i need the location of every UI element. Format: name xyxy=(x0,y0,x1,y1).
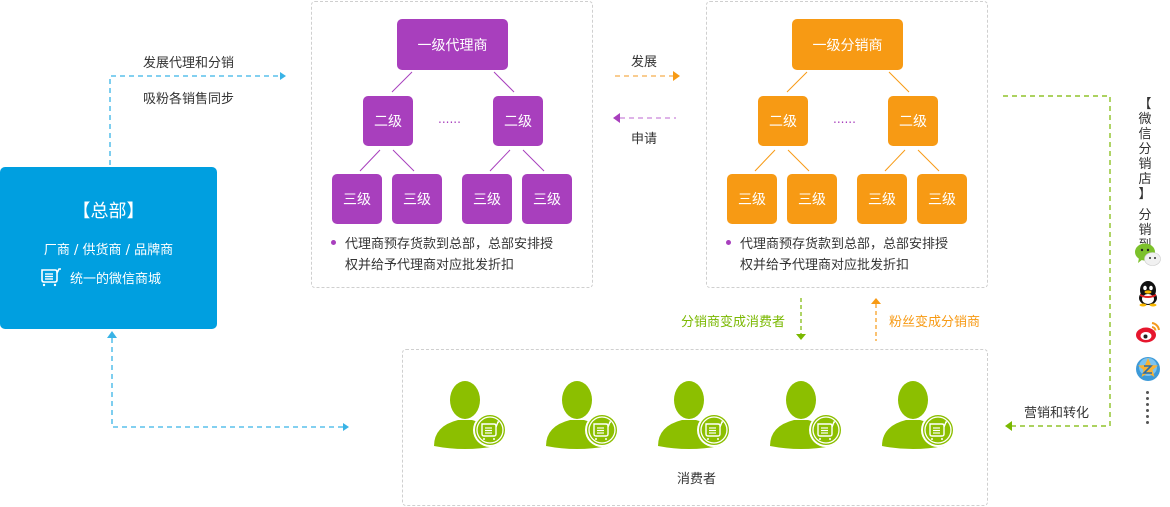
consumer-avatar-icon xyxy=(544,380,624,452)
agent-note: 代理商预存货款到总部，总部安排授 权并给予代理商对应批发折扣 xyxy=(331,234,553,276)
vertical-char: 销 xyxy=(1138,223,1152,238)
hq-to-agents-arrowhead xyxy=(280,72,286,80)
hq-develop-label: 发展代理和分销 xyxy=(143,56,235,71)
distributor-level3-node: 三级 xyxy=(917,174,967,224)
marketing-arrowhead xyxy=(1005,421,1012,431)
develop-arrowhead xyxy=(673,71,680,81)
more-channels-dots xyxy=(1146,391,1152,427)
apply-label: 申请 xyxy=(631,132,658,147)
agent-level2-node: 二级 xyxy=(493,96,543,146)
bullet-icon xyxy=(726,240,731,245)
qq-icon xyxy=(1139,281,1157,307)
consumer-avatar-icon xyxy=(880,380,960,452)
more-dot xyxy=(1146,415,1149,418)
distributor-level3-node: 三级 xyxy=(727,174,777,224)
wechat-mall: 统一的微信商城 xyxy=(40,267,161,287)
distributor-tree-links xyxy=(754,71,940,172)
fan-to-distributor-arrowhead xyxy=(871,298,881,304)
more-dot xyxy=(1146,403,1149,406)
wechat-mall-label: 统一的微信商城 xyxy=(70,271,162,287)
agent-tree-links xyxy=(359,71,545,172)
hq-up-arrowhead xyxy=(107,331,117,338)
headquarters-title: 【总部】 xyxy=(72,201,145,222)
vertical-char: 信 xyxy=(1138,127,1152,142)
weibo-icon xyxy=(1136,322,1160,343)
agent-level3-node: 三级 xyxy=(392,174,442,224)
distributor-level2-node: 二级 xyxy=(888,96,938,146)
consumers-label: 消费者 xyxy=(677,472,717,487)
agent-level3-node: 三级 xyxy=(462,174,512,224)
vertical-char: 微 xyxy=(1138,112,1152,127)
vertical-char: 店 xyxy=(1138,172,1152,187)
consumers-arrowhead xyxy=(343,423,349,431)
vertical-char: 】 xyxy=(1138,187,1152,202)
consumer-avatar-icon xyxy=(432,380,512,452)
agent-ellipsis: ...... xyxy=(438,112,461,126)
hq-sync-label: 吸粉各销售同步 xyxy=(143,92,235,107)
more-dot xyxy=(1146,391,1149,394)
cart-icon xyxy=(41,268,61,287)
vertical-char: 分 xyxy=(1138,142,1152,157)
vertical-char: 分 xyxy=(1138,208,1152,223)
marketing-label: 营销和转化 xyxy=(1024,406,1090,421)
consumer-avatar-icon xyxy=(768,380,848,452)
agent-level3-node: 三级 xyxy=(332,174,382,224)
agent-level1-node: 一级代理商 xyxy=(397,19,508,70)
headquarters-box: 【总部】 厂商 / 供货商 / 品牌商 统一的微信商城 xyxy=(0,167,217,329)
headquarters-subtitle: 厂商 / 供货商 / 品牌商 xyxy=(43,243,174,258)
fan-to-distributor-label: 粉丝变成分销商 xyxy=(889,315,981,330)
distributor-to-consumer-label: 分销商变成消费者 xyxy=(681,315,786,330)
distributor-note: 代理商预存货款到总部，总部安排授 权并给予代理商对应批发折扣 xyxy=(726,234,948,276)
wechat-icon xyxy=(1135,243,1161,266)
agent-level3-node: 三级 xyxy=(522,174,572,224)
consumers-panel xyxy=(402,349,988,506)
develop-label: 发展 xyxy=(631,55,658,70)
more-dot xyxy=(1146,397,1149,400)
distributor-ellipsis: ...... xyxy=(833,112,856,126)
bullet-icon xyxy=(331,240,336,245)
distributor-level2-node: 二级 xyxy=(758,96,808,146)
more-dot xyxy=(1146,421,1149,424)
agent-level2-node: 二级 xyxy=(363,96,413,146)
vertical-char: 销 xyxy=(1138,157,1152,172)
qzone-icon xyxy=(1136,357,1160,381)
marketing-loop-arrow xyxy=(1003,95,1111,427)
apply-arrowhead xyxy=(613,113,620,123)
agent-tree-panel xyxy=(311,1,593,288)
distributor-to-consumer-arrowhead xyxy=(796,334,806,340)
hq-to-agents-arrow xyxy=(109,75,280,165)
distributor-tree-panel xyxy=(706,1,988,288)
distributor-level3-node: 三级 xyxy=(857,174,907,224)
distributor-level1-node: 一级分销商 xyxy=(792,19,903,70)
more-dot xyxy=(1146,409,1149,412)
hq-to-consumers-arrow xyxy=(111,338,344,428)
vertical-char: 【 xyxy=(1138,97,1152,112)
consumer-avatar-icon xyxy=(656,380,736,452)
distributor-level3-node: 三级 xyxy=(787,174,837,224)
